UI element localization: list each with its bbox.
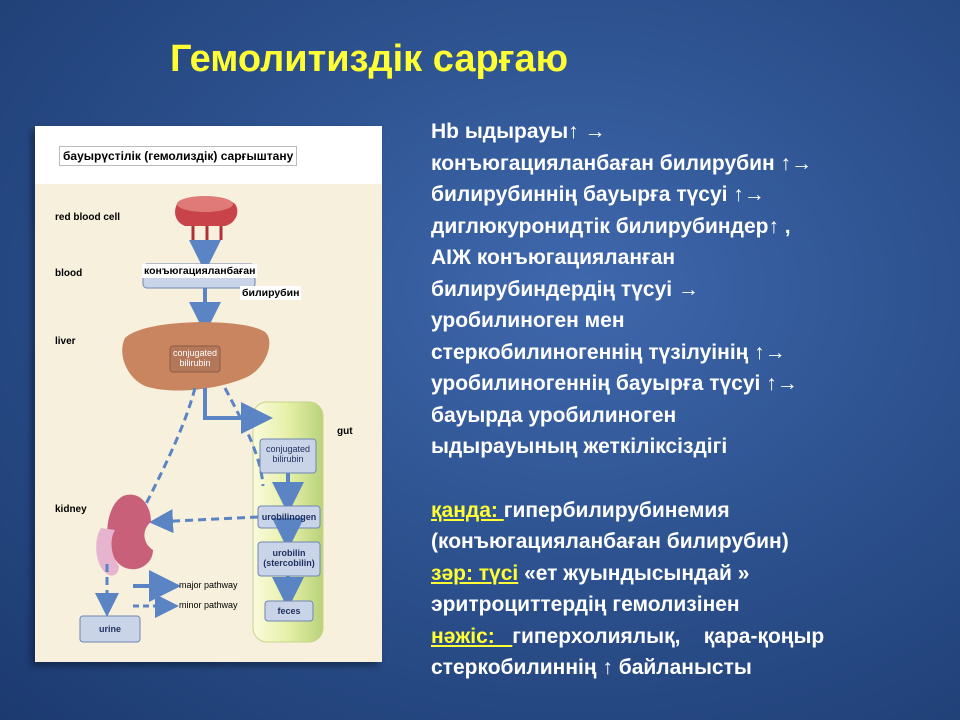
dashed-urobilinogen-kidney	[149, 509, 259, 534]
dashed-liver-kidney	[143, 387, 197, 507]
urine-value: «ет жуындысындай »	[518, 561, 750, 585]
arrow-liver-gut	[203, 388, 273, 434]
legend-minor: minor pathway	[179, 600, 238, 610]
box-feces	[264, 600, 314, 622]
stool-value: гиперхолиялық, қара-қоңыр	[512, 624, 825, 648]
urine-finding-2: эритроциттердің гемолизінен	[431, 593, 740, 616]
blood-finding-2: (конъюгацияланбаған билирубин)	[431, 530, 789, 553]
overlay-unconjugated: конъюгацияланбаған	[142, 264, 258, 278]
desc-line: билирубиндердің түсуі →	[431, 277, 699, 301]
diagram-heading: бауырүстілік (гемолиздік) сарғыштану	[59, 146, 298, 166]
blood-finding: қанда: гипербилирубинемия	[431, 495, 946, 527]
urine-key: зәр: түсі	[431, 561, 519, 585]
desc-line: ыдырауының жеткіліксіздігі	[431, 435, 728, 458]
legend-major: major pathway	[179, 580, 238, 590]
description-block: Hb ыдырауы↑ → конъюгацияланбаған билируб…	[431, 116, 946, 684]
blood-value: гипербилирубинемия	[503, 498, 730, 522]
label-gut: gut	[337, 426, 353, 437]
desc-line: бауырда уробилиноген	[431, 403, 677, 427]
blood-key: қанда:	[431, 498, 504, 522]
label-liver: liver	[55, 336, 76, 347]
desc-line: АІЖ конъюгацияланған	[431, 246, 676, 269]
urobilin-label: urobilin(stercobilin)	[263, 548, 315, 568]
overlay-bilirubin: билирубин	[240, 286, 302, 300]
urine-label: urine	[98, 624, 121, 634]
desc-line: диглюкуронидтік билирубиндер↑ ,	[431, 214, 791, 238]
desc-line: конъюгацияланбаған билирубин ↑→	[431, 151, 813, 175]
box-urine	[79, 615, 141, 643]
urobilinogen-label: urobilinogen	[261, 512, 317, 522]
desc-line: уробилиноген мен	[431, 309, 625, 332]
desc-line: стеркобилиногеннің түзілуінің ↑→	[431, 340, 786, 364]
stool-finding-2: стеркобилиннің ↑ байланысты	[431, 656, 752, 679]
diagram-panel: red blood cell blood liver kidney gut ко…	[35, 126, 382, 662]
stool-key: нәжіс:	[431, 624, 513, 648]
label-blood: blood	[55, 268, 83, 279]
slide-title: Гемолитиздік сарғаю	[170, 38, 569, 80]
desc-line: Hb ыдырауы↑ →	[431, 120, 606, 143]
label-kidney: kidney	[55, 504, 87, 515]
urine-finding: зәр: түсі «ет жуындысындай »	[431, 558, 946, 590]
stool-finding: нәжіс: гиперхолиялық, қара-қоңыр	[431, 621, 946, 653]
kidney-icon	[107, 494, 153, 570]
dashed-liver-gut	[223, 387, 265, 487]
desc-line: уробилиногеннің бауырға түсуі ↑→	[431, 372, 798, 395]
label-rbc: red blood cell	[55, 212, 121, 223]
diagram-background	[35, 184, 382, 662]
feces-label: feces	[277, 606, 301, 616]
desc-line: билирубиннің бауырға түсуі ↑→	[431, 183, 765, 206]
